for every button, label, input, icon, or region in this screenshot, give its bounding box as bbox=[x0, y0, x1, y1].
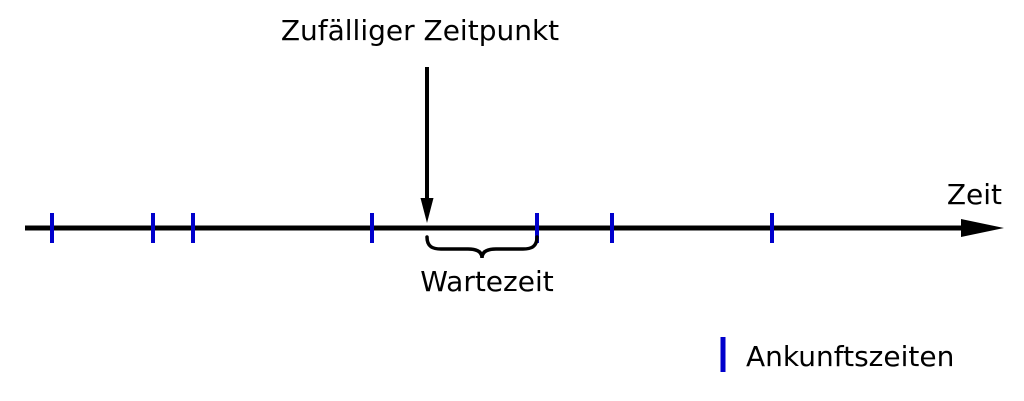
axis-label: Zeit bbox=[947, 178, 1002, 211]
time-axis bbox=[25, 219, 1004, 237]
time-axis-arrowhead-icon bbox=[961, 219, 1004, 237]
random-timepoint-arrowhead-icon bbox=[420, 198, 434, 223]
arrival-ticks bbox=[50, 213, 774, 243]
wait-brace bbox=[425, 235, 539, 259]
legend: Ankunftszeiten bbox=[720, 337, 954, 373]
random-timepoint-arrow bbox=[420, 67, 434, 223]
random-timepoint-label: Zufälliger Zeitpunkt bbox=[281, 14, 559, 47]
legend-label: Ankunftszeiten bbox=[746, 340, 954, 373]
wait-label: Wartezeit bbox=[420, 265, 553, 298]
